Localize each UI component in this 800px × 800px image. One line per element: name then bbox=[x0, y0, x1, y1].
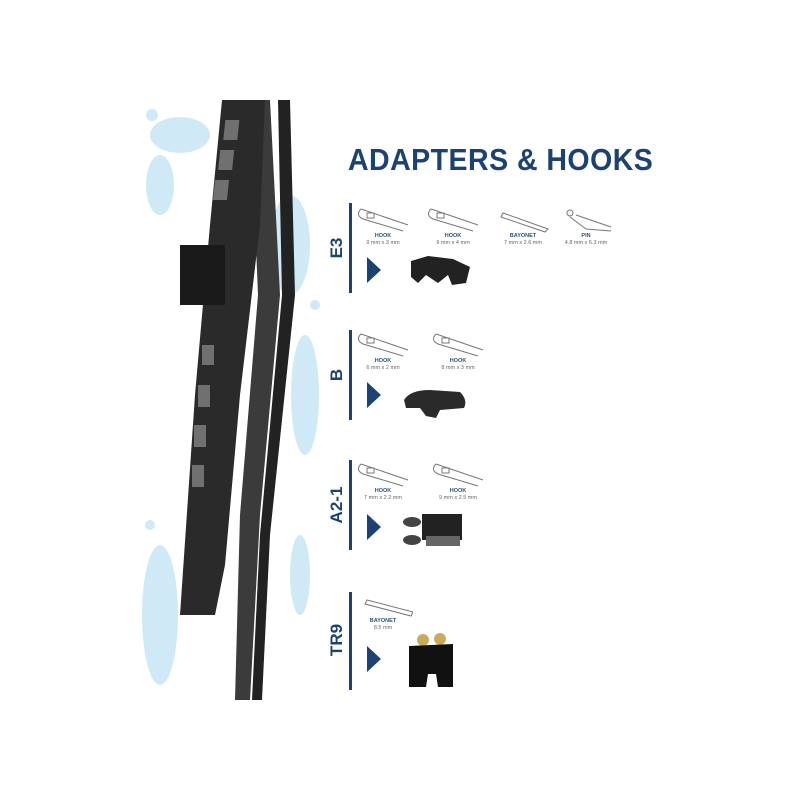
hook-icon bbox=[432, 333, 484, 357]
section-divider bbox=[349, 203, 352, 293]
adapter-item: HOOK 9 mm x 3 mm bbox=[348, 205, 418, 247]
arrow-icon bbox=[367, 257, 381, 283]
tr9-adapter-image bbox=[409, 633, 453, 687]
adapter-item: PIN 4.8 mm x 6.3 mm bbox=[551, 205, 621, 247]
hook-icon bbox=[357, 463, 409, 487]
b-adapter-image bbox=[404, 390, 466, 418]
adapter-item: BAYONET 7 mm x 2.6 mm bbox=[488, 205, 558, 247]
section-tr9: TR9 BAYONET 8.5 mm bbox=[327, 592, 628, 690]
wiper-blade-image bbox=[142, 100, 320, 700]
hook-icon bbox=[432, 463, 484, 487]
arrow-icon bbox=[367, 382, 381, 408]
section-a2-1: A2-1 HOOK 7 mm x 2.2 mm HOOK 9 mm x 2.5 … bbox=[327, 460, 628, 550]
section-label: B bbox=[327, 368, 346, 382]
page-title: ADAPTERS & HOOKS bbox=[348, 142, 654, 177]
e3-adapter-image bbox=[411, 256, 470, 285]
adapter-item: HOOK 6 mm x 2 mm bbox=[348, 330, 418, 372]
arrow-icon bbox=[367, 646, 381, 672]
adapter-item: HOOK 8 mm x 3 mm bbox=[423, 330, 493, 372]
adapter-item: BAYONET 8.5 mm bbox=[348, 594, 418, 632]
bayonet-icon bbox=[500, 212, 549, 233]
bayonet-icon bbox=[364, 599, 413, 617]
adapter-item: HOOK 9 mm x 4 mm bbox=[418, 205, 488, 247]
hook-icon bbox=[357, 333, 409, 357]
pin-icon bbox=[566, 209, 612, 232]
section-divider bbox=[349, 460, 352, 550]
section-divider bbox=[349, 330, 352, 420]
a2-1-adapter-image bbox=[403, 514, 462, 546]
hook-icon bbox=[427, 208, 479, 232]
section-divider bbox=[349, 592, 352, 690]
section-label: TR9 bbox=[327, 623, 346, 657]
section-label: A2-1 bbox=[327, 486, 346, 524]
arrow-icon bbox=[367, 514, 381, 540]
hook-icon bbox=[357, 208, 409, 232]
adapter-item: HOOK 7 mm x 2.2 mm bbox=[348, 460, 418, 502]
adapter-item: HOOK 9 mm x 2.5 mm bbox=[423, 460, 493, 502]
section-e3: E3 HOOK 9 mm x 3 mm HOOK 9 mm x 4 mm BAY… bbox=[327, 203, 628, 293]
section-b: B HOOK 6 mm x 2 mm HOOK 8 mm x 3 mm bbox=[327, 330, 628, 420]
section-label: E3 bbox=[327, 237, 346, 259]
